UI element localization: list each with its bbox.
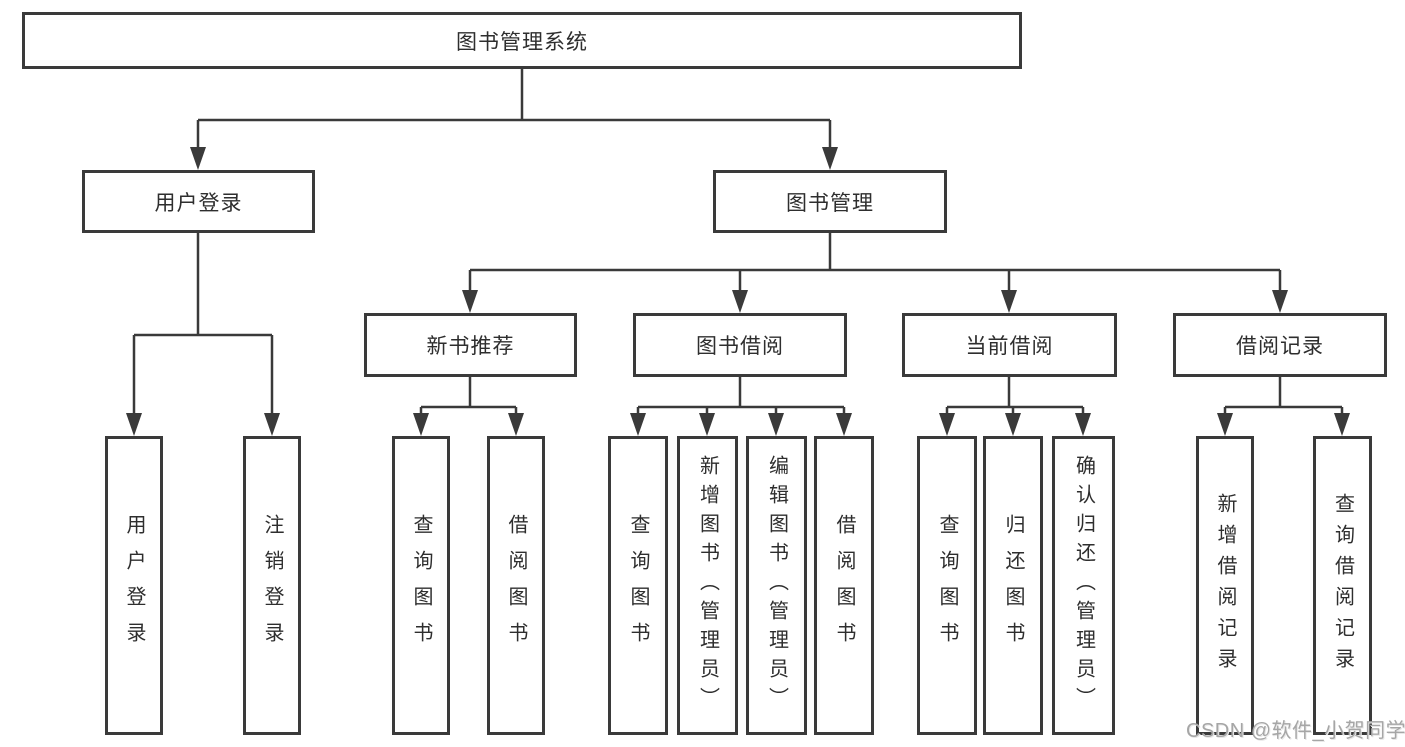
connector-book-borrow-children	[636, 377, 846, 416]
leaf-add-borrow-record: 新增借阅记录	[1196, 436, 1254, 735]
arrowhead-icon	[732, 290, 748, 313]
arrowhead-icon	[1075, 413, 1091, 436]
leaf-search-books-borrow: 查询图书	[608, 436, 668, 735]
leaf-add-books-admin: 新增图书（管理员）	[677, 436, 738, 735]
leaf-return-books: 归还图书	[983, 436, 1043, 735]
arrowhead-icon	[1217, 413, 1233, 436]
node-book-borrowing: 图书借阅	[633, 313, 847, 377]
connector-borrow-records-children	[1223, 377, 1344, 416]
leaf-label: 查询图书	[410, 513, 432, 658]
leaf-label: 确认归还（管理员）	[1072, 455, 1095, 716]
node-label: 新书推荐	[426, 335, 515, 358]
arrowhead-icon	[264, 413, 280, 436]
arrowhead-icon	[190, 147, 206, 170]
connector-root-to-level2	[196, 69, 832, 150]
leaf-search-books-recommend: 查询图书	[392, 436, 450, 735]
arrowhead-icon	[1334, 413, 1350, 436]
node-label: 当前借阅	[965, 335, 1054, 358]
node-new-book-recommendation: 新书推荐	[364, 313, 577, 377]
arrowhead-icon	[1001, 290, 1017, 313]
leaf-label: 查询图书	[627, 513, 649, 658]
leaf-label: 查询借阅记录	[1331, 492, 1354, 679]
leaf-label: 新增借阅记录	[1214, 492, 1236, 679]
leaf-logout: 注销登录	[243, 436, 301, 735]
node-borrowing-records: 借阅记录	[1173, 313, 1387, 377]
node-label: 图书借阅	[696, 335, 784, 358]
leaf-label: 新增图书（管理员）	[696, 455, 719, 716]
leaf-edit-books-admin: 编辑图书（管理员）	[746, 436, 807, 735]
arrowhead-icon	[413, 413, 429, 436]
leaf-label: 查询图书	[936, 513, 958, 658]
connector-current-borrow-children	[945, 377, 1085, 416]
leaf-label: 借阅图书	[505, 513, 527, 658]
leaf-borrow-books: 借阅图书	[814, 436, 874, 735]
connector-user-login-children	[132, 233, 274, 416]
arrowhead-icon	[822, 147, 838, 170]
node-label: 用户登录	[154, 191, 243, 215]
arrowhead-icon	[508, 413, 524, 436]
arrowhead-icon	[939, 413, 955, 436]
arrowhead-icon	[836, 413, 852, 436]
arrowhead-icon	[462, 290, 478, 313]
node-label: 借阅记录	[1236, 335, 1324, 358]
node-library-management-system: 图书管理系统	[22, 12, 1022, 69]
leaf-label: 编辑图书（管理员）	[765, 455, 788, 716]
leaf-user-login: 用户登录	[105, 436, 163, 735]
arrowhead-icon	[1272, 290, 1288, 313]
leaf-borrow-books-recommend: 借阅图书	[487, 436, 545, 735]
node-user-login: 用户登录	[82, 170, 315, 233]
arrowhead-icon	[699, 413, 715, 436]
connector-new-book-children	[419, 377, 518, 416]
leaf-label: 注销登录	[261, 513, 283, 658]
arrowhead-icon	[126, 413, 142, 436]
leaf-label: 借阅图书	[833, 513, 855, 658]
leaf-label: 用户登录	[123, 513, 145, 658]
leaf-search-borrow-record: 查询借阅记录	[1313, 436, 1372, 735]
arrowhead-icon	[1005, 413, 1021, 436]
connector-book-management-children	[468, 233, 1282, 293]
leaf-search-books-current: 查询图书	[917, 436, 977, 735]
leaf-confirm-return-admin: 确认归还（管理员）	[1052, 436, 1115, 735]
node-current-borrowing: 当前借阅	[902, 313, 1117, 377]
arrowhead-icon	[630, 413, 646, 436]
node-label: 图书管理系统	[456, 30, 588, 54]
watermark: CSDN @软件_小贺同学	[1186, 720, 1405, 742]
leaf-label: 归还图书	[1002, 513, 1024, 658]
node-book-management: 图书管理	[713, 170, 947, 233]
node-label: 图书管理	[786, 191, 874, 215]
arrowhead-icon	[768, 413, 784, 436]
